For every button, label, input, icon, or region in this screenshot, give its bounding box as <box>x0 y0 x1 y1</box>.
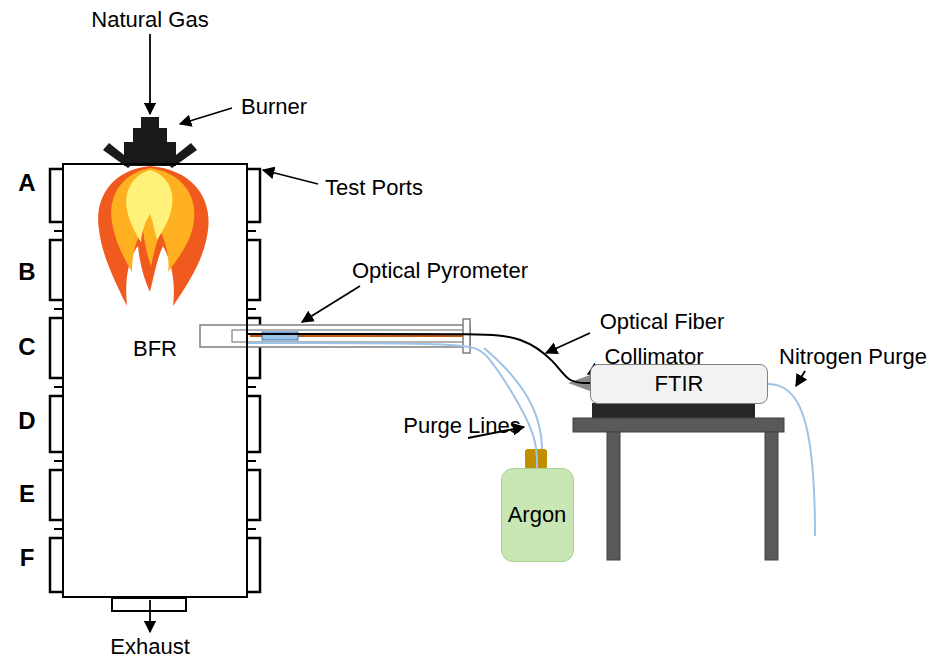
part-label: Test Ports <box>325 175 423 200</box>
ftir-box: FTIR <box>590 364 768 404</box>
optical-fiber <box>248 334 590 383</box>
furnace-body: BFR <box>62 163 248 598</box>
part-label: Collimator <box>604 344 703 369</box>
leader-line <box>149 34 151 114</box>
argon-bottle: Argon <box>501 468 574 562</box>
leader-lines <box>150 34 805 632</box>
port-letter: D <box>18 407 35 435</box>
port-letter: C <box>18 333 35 361</box>
test-port <box>50 396 260 452</box>
leader-line <box>149 600 151 632</box>
leader-line <box>302 286 360 322</box>
port-letter: E <box>19 480 35 508</box>
table-leg <box>765 432 778 560</box>
burner <box>103 117 197 168</box>
outlet-label: Exhaust <box>110 634 190 659</box>
part-label: Optical Fiber <box>600 309 725 334</box>
part-label: Optical Pyrometer <box>352 258 528 283</box>
part-label: Purge Lines <box>403 413 520 438</box>
part-label: Nitrogen Purge <box>779 344 927 369</box>
port-flange <box>54 231 256 529</box>
table-top <box>573 418 784 432</box>
port-letter: F <box>20 544 35 572</box>
table <box>573 403 784 560</box>
burner-inlet <box>141 117 159 129</box>
port-letter: A <box>18 169 35 197</box>
node-label: BFR <box>133 336 177 361</box>
inlet-label: Natural Gas <box>91 7 208 32</box>
ftir-base <box>592 403 755 418</box>
test-port <box>50 240 260 300</box>
node-label: Argon <box>508 502 567 527</box>
probe-inner-tube <box>232 330 470 342</box>
leader-line <box>180 108 232 124</box>
optical-pyrometer <box>200 319 470 353</box>
leader-line <box>796 371 805 386</box>
flame-outer <box>98 166 208 306</box>
leader-line <box>546 333 590 353</box>
flame-middle <box>111 168 194 272</box>
test-port <box>50 538 260 592</box>
part-label: Burner <box>241 94 307 119</box>
port-letter: B <box>18 258 35 286</box>
exhaust-duct <box>112 598 186 611</box>
test-port <box>50 470 260 520</box>
flame-core <box>126 170 172 242</box>
burner-body <box>133 128 167 143</box>
purge-line <box>248 343 537 468</box>
test-ports <box>50 169 260 592</box>
node-label: FTIR <box>655 371 704 396</box>
leader-line <box>263 170 318 184</box>
nitrogen-purge-line <box>768 384 815 536</box>
table-leg <box>607 432 620 560</box>
test-port <box>50 169 260 222</box>
